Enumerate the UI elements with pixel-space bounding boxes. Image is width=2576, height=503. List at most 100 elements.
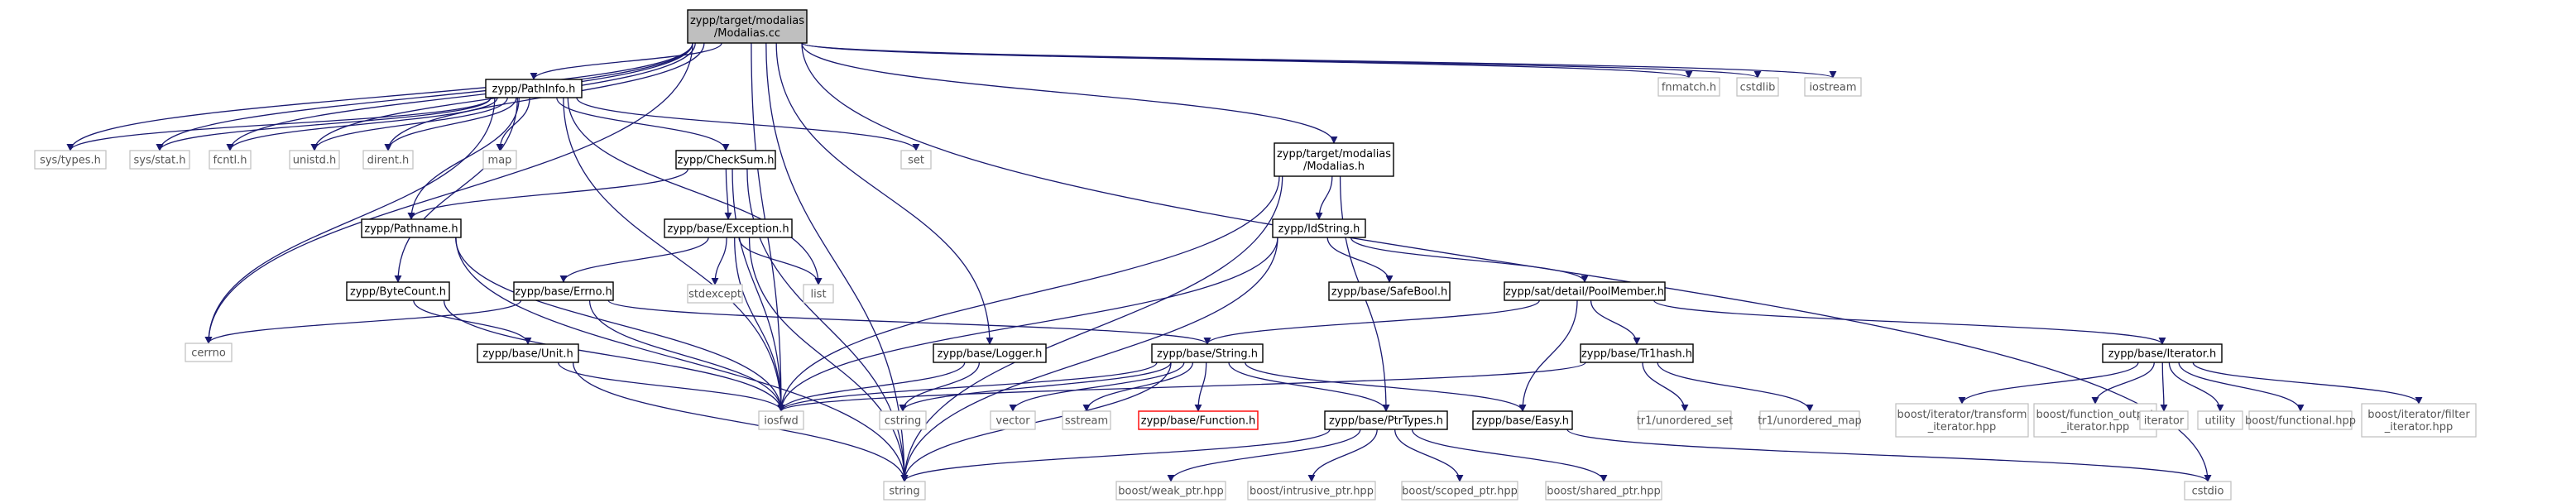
edge-bytecount-to-unit <box>413 299 532 345</box>
edge-iterh-to-bfoit <box>2091 362 2155 405</box>
node-poolmember[interactable]: zypp/sat/detail/PoolMember.h <box>1504 281 1666 301</box>
node-ptrtypes[interactable]: zypp/base/PtrTypes.h <box>1324 410 1448 430</box>
edge-errno-to-strh <box>607 299 1211 345</box>
node-tr1hash[interactable]: zypp/base/Tr1hash.h <box>1580 343 1694 363</box>
node-box-intrptr <box>1247 481 1376 501</box>
node-bytecount[interactable]: zypp/ByteCount.h <box>346 281 450 301</box>
edge-modaliash-to-iosfwd <box>777 175 1280 412</box>
node-tr1uset: tr1/unordered_set <box>1637 410 1733 430</box>
node-stdexcept: stdexcept <box>687 284 743 304</box>
edge-ptrtypes-to-string <box>900 429 1331 482</box>
node-modaliash[interactable]: zypp/target/modalias/Modalias.h <box>1274 142 1394 177</box>
node-label-systypes: sys/types.h <box>40 155 101 167</box>
node-idstring[interactable]: zypp/IdString.h <box>1272 218 1366 238</box>
edge-logger-to-cstring <box>899 362 981 412</box>
edge-checksum-to-pathname <box>407 168 689 220</box>
node-label-stdexcept: stdexcept <box>688 289 741 301</box>
node-box-pathinfo <box>485 79 583 98</box>
node-label-iostream: iostream <box>1809 82 1856 94</box>
node-errno[interactable]: zypp/base/Errno.h <box>513 281 614 301</box>
node-cerrno: cerrno <box>185 343 233 362</box>
node-fnmatch: fnmatch.h <box>1657 77 1720 97</box>
node-label-bittr: boost/iterator/transform <box>1897 409 2027 421</box>
edge-iterh-to-utility <box>2168 362 2224 412</box>
edge-root-to-iostream <box>801 42 1837 79</box>
node-label-logger: zypp/base/Logger.h <box>938 348 1043 361</box>
edge-poolmember-to-strh <box>1203 299 1540 345</box>
node-box-function <box>1138 410 1259 430</box>
node-easy[interactable]: zypp/base/Easy.h <box>1472 410 1573 430</box>
node-box-string <box>883 481 926 501</box>
node-label-fnmatch: fnmatch.h <box>1662 82 1716 94</box>
node-label-weakptr: boost/weak_ptr.hpp <box>1118 486 1223 498</box>
edge-pathinfo-to-list <box>567 97 823 285</box>
node-label-modaliash: zypp/target/modalias <box>1277 148 1391 160</box>
edge-exception-to-list <box>738 237 823 285</box>
edge-unit-to-string <box>572 362 909 482</box>
node-safebool[interactable]: zypp/base/SafeBool.h <box>1328 281 1451 301</box>
edge-iterh-to-iterator <box>2160 362 2168 412</box>
edge-exception-to-string <box>748 237 909 482</box>
node-iterh[interactable]: zypp/base/Iterator.h <box>2102 343 2223 363</box>
node-label-ptrtypes: zypp/base/PtrTypes.h <box>1329 415 1443 428</box>
node-label-fcntl: fcntl.h <box>213 155 247 167</box>
node-weakptr: boost/weak_ptr.hpp <box>1115 481 1226 501</box>
node-string: string <box>883 481 926 501</box>
edge-root-to-fnmatch <box>801 42 1693 79</box>
edge-root-to-modaliash <box>801 42 1338 144</box>
edge-root-to-logger <box>775 42 994 345</box>
edge-root-to-systypes <box>66 42 693 151</box>
edge-poolmember-to-iterh <box>1653 299 2166 345</box>
node-logger[interactable]: zypp/base/Logger.h <box>933 343 1047 363</box>
node-systypes: sys/types.h <box>34 150 107 170</box>
node-box-bfunc <box>2248 410 2353 430</box>
node-pathinfo[interactable]: zypp/PathInfo.h <box>485 79 583 98</box>
node-list: list <box>803 284 834 304</box>
node-box-unistd <box>289 150 340 170</box>
node-checksum[interactable]: zypp/CheckSum.h <box>675 150 776 170</box>
node-box-bittr <box>1895 403 2029 438</box>
node-cstring: cstring <box>879 410 927 430</box>
node-box-iterator <box>2139 410 2189 430</box>
node-label-sysstat: sys/stat.h <box>134 155 186 167</box>
node-unit[interactable]: zypp/base/Unit.h <box>477 343 579 363</box>
node-strh[interactable]: zypp/base/String.h <box>1151 343 1264 363</box>
edge-iterh-to-bifilt <box>2192 362 2423 405</box>
node-function[interactable]: zypp/base/Function.h <box>1138 410 1259 430</box>
node-label-bifilt: boost/iterator/filter <box>2367 409 2470 421</box>
edge-checksum-to-string <box>746 168 909 482</box>
node-pathname[interactable]: zypp/Pathname.h <box>361 218 462 238</box>
node-bfoit: boost/function_output_iterator.hpp <box>2033 403 2157 438</box>
node-box-sstream <box>1062 410 1111 430</box>
edge-pathinfo-to-map <box>496 97 530 151</box>
edge-pathinfo-to-iosfwd <box>563 97 785 412</box>
node-label-strh: zypp/base/String.h <box>1157 348 1258 361</box>
node-box-idstring <box>1272 218 1366 238</box>
edge-pathinfo-to-pathname <box>407 97 520 220</box>
node-label-vector: vector <box>995 415 1030 428</box>
node-label-cstring: cstring <box>885 415 921 428</box>
node-label-bifilt: _iterator.hpp <box>2384 421 2454 434</box>
node-label-intrptr: boost/intrusive_ptr.hpp <box>1250 486 1374 498</box>
node-map: map <box>482 150 517 170</box>
node-label-iosfwd: iosfwd <box>764 415 799 428</box>
node-box-iterh <box>2102 343 2223 363</box>
node-label-safebool: zypp/base/SafeBool.h <box>1331 286 1447 299</box>
node-box-stdexcept <box>687 284 743 304</box>
node-root[interactable]: zypp/target/modalias/Modalias.cc <box>687 9 808 44</box>
node-label-unistd: unistd.h <box>293 155 337 167</box>
node-box-set <box>900 150 932 170</box>
node-label-tr1hash: zypp/base/Tr1hash.h <box>1581 348 1692 361</box>
node-box-iosfwd <box>758 410 804 430</box>
edge-pathinfo-to-unistd <box>310 97 508 151</box>
edge-strh-to-function <box>1194 362 1207 412</box>
node-box-exception <box>664 218 793 238</box>
node-box-ptrtypes <box>1324 410 1448 430</box>
edge-exception-to-errno <box>559 237 709 283</box>
edge-logger-to-iosfwd <box>777 362 966 412</box>
edge-root-to-pathinfo <box>530 42 722 80</box>
edge-pathname-to-string <box>455 237 909 482</box>
node-exception[interactable]: zypp/base/Exception.h <box>664 218 793 238</box>
node-sysstat: sys/stat.h <box>129 150 190 170</box>
